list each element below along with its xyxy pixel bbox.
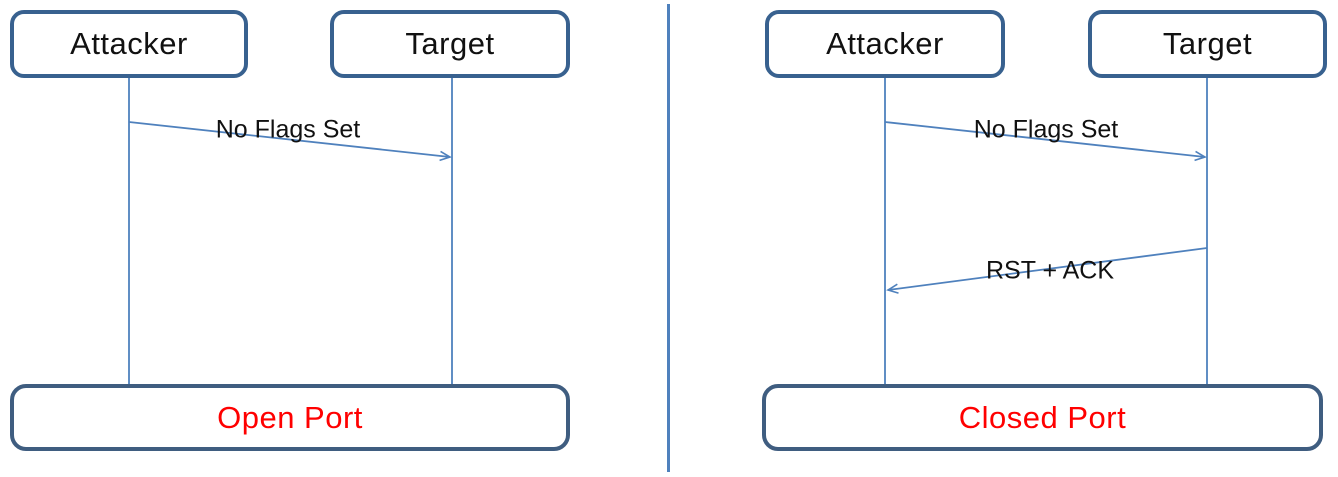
left-no-flags-arrow: [128, 121, 452, 162]
right-target-box: Target: [1088, 10, 1327, 78]
left-target-label: Target: [405, 26, 495, 61]
right-target-label: Target: [1162, 26, 1253, 61]
right-no-flags-arrow: [884, 121, 1207, 162]
right-attacker-box: Attacker: [765, 10, 1005, 78]
right-rst-ack-arrow: [886, 247, 1208, 294]
left-attacker-label: Attacker: [70, 26, 188, 61]
right-result-label: Closed Port: [958, 399, 1127, 435]
right-attacker-label: Attacker: [826, 26, 944, 61]
left-result-label: Open Port: [217, 399, 363, 435]
right-rst-ack-label: RST + ACK: [985, 256, 1115, 285]
right-result-box: Closed Port: [762, 384, 1323, 451]
right-no-flags-label: No Flags Set: [973, 115, 1119, 144]
left-no-flags-label: No Flags Set: [215, 115, 361, 144]
left-attacker-box: Attacker: [10, 10, 248, 78]
left-target-box: Target: [330, 10, 570, 78]
left-result-box: Open Port: [10, 384, 570, 451]
